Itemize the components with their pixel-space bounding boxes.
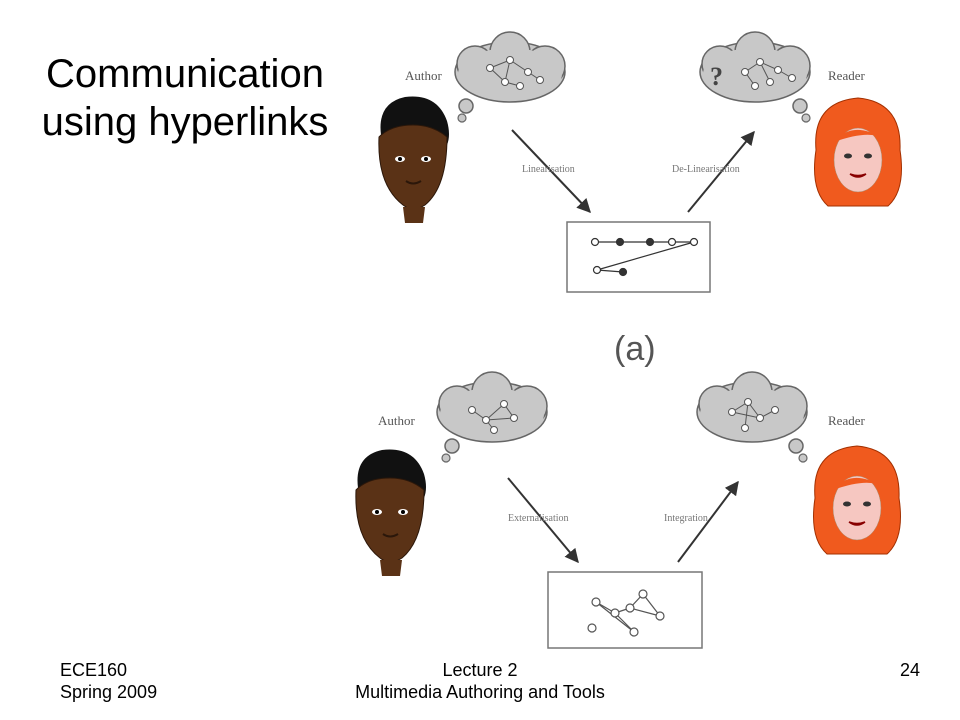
de-linearisation-arrow xyxy=(687,130,755,213)
diagram-a: Author ? Reader Linearisation De-Lineari… xyxy=(377,31,903,368)
externalisation-arrow xyxy=(507,477,579,564)
reader-face xyxy=(812,445,902,555)
linearisation-label: Linearisation xyxy=(522,164,575,175)
integration-arrow xyxy=(677,480,739,563)
reader-face xyxy=(813,97,903,207)
page-number: 24 xyxy=(899,660,920,680)
externalisation-label: Externalisation xyxy=(508,513,569,524)
diagram-b: Author Reader Externalisation Integratio… xyxy=(354,371,902,649)
term: Spring 2009 xyxy=(60,681,158,702)
author-thought-cloud xyxy=(436,371,548,463)
hyperlink-communication-figure: Author ? Reader Linearisation De-Lineari… xyxy=(354,31,903,649)
lecture-number: Lecture 2 xyxy=(442,660,518,680)
linear-document-box xyxy=(566,221,711,293)
reader-thought-cloud xyxy=(699,31,811,123)
footer-course-info: ECE160 Spring 2009 xyxy=(60,660,157,703)
author-label: Author xyxy=(405,68,443,83)
linearisation-arrow xyxy=(511,129,591,214)
reader-label: Reader xyxy=(828,68,865,83)
author-thought-cloud xyxy=(454,31,566,123)
course-code: ECE160 xyxy=(60,660,128,680)
reader-label: Reader xyxy=(828,413,865,428)
question-mark: ? xyxy=(710,62,723,91)
de-linearisation-label: De-Linearisation xyxy=(672,164,740,175)
footer-lecture-info: Lecture 2 Multimedia Authoring and Tools xyxy=(300,660,660,703)
reader-thought-cloud xyxy=(696,371,808,463)
slide-title: Communication using hyperlinks xyxy=(41,52,329,144)
lecture-title: Multimedia Authoring and Tools xyxy=(355,681,605,702)
author-face xyxy=(377,95,450,224)
hyperlinked-document-box xyxy=(547,571,703,649)
author-face xyxy=(354,448,427,577)
panel-label-a: (a) xyxy=(614,330,656,368)
author-label: Author xyxy=(378,413,416,428)
integration-label: Integration xyxy=(664,513,708,524)
